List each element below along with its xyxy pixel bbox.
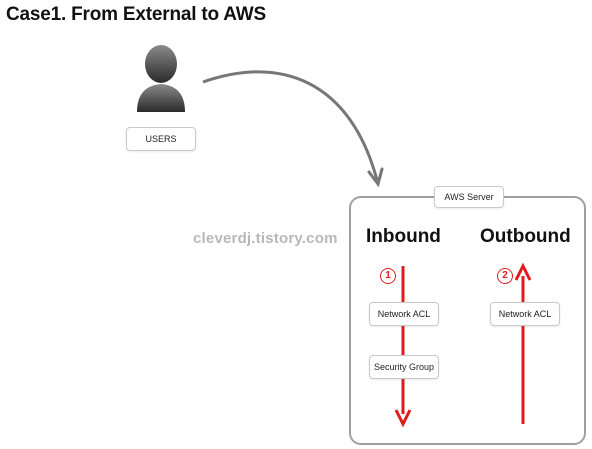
users-to-server-connector <box>202 70 384 188</box>
inbound-step-number: 1 <box>380 268 396 284</box>
outbound-arrow <box>514 262 532 424</box>
inbound-heading: Inbound <box>366 226 441 247</box>
inbound-arrow <box>394 266 412 428</box>
aws-server-label: AWS Server <box>434 186 504 208</box>
user-icon <box>137 45 185 112</box>
inbound-network-acl: Network ACL <box>369 302 439 326</box>
outbound-network-acl: Network ACL <box>490 302 560 326</box>
watermark: cleverdj.tistory.com <box>193 230 338 247</box>
outbound-step-number: 2 <box>497 268 513 284</box>
users-label: USERS <box>126 127 196 151</box>
diagram-title: Case1. From External to AWS <box>6 4 266 25</box>
inbound-security-group: Security Group <box>369 355 439 379</box>
outbound-heading: Outbound <box>480 226 571 247</box>
